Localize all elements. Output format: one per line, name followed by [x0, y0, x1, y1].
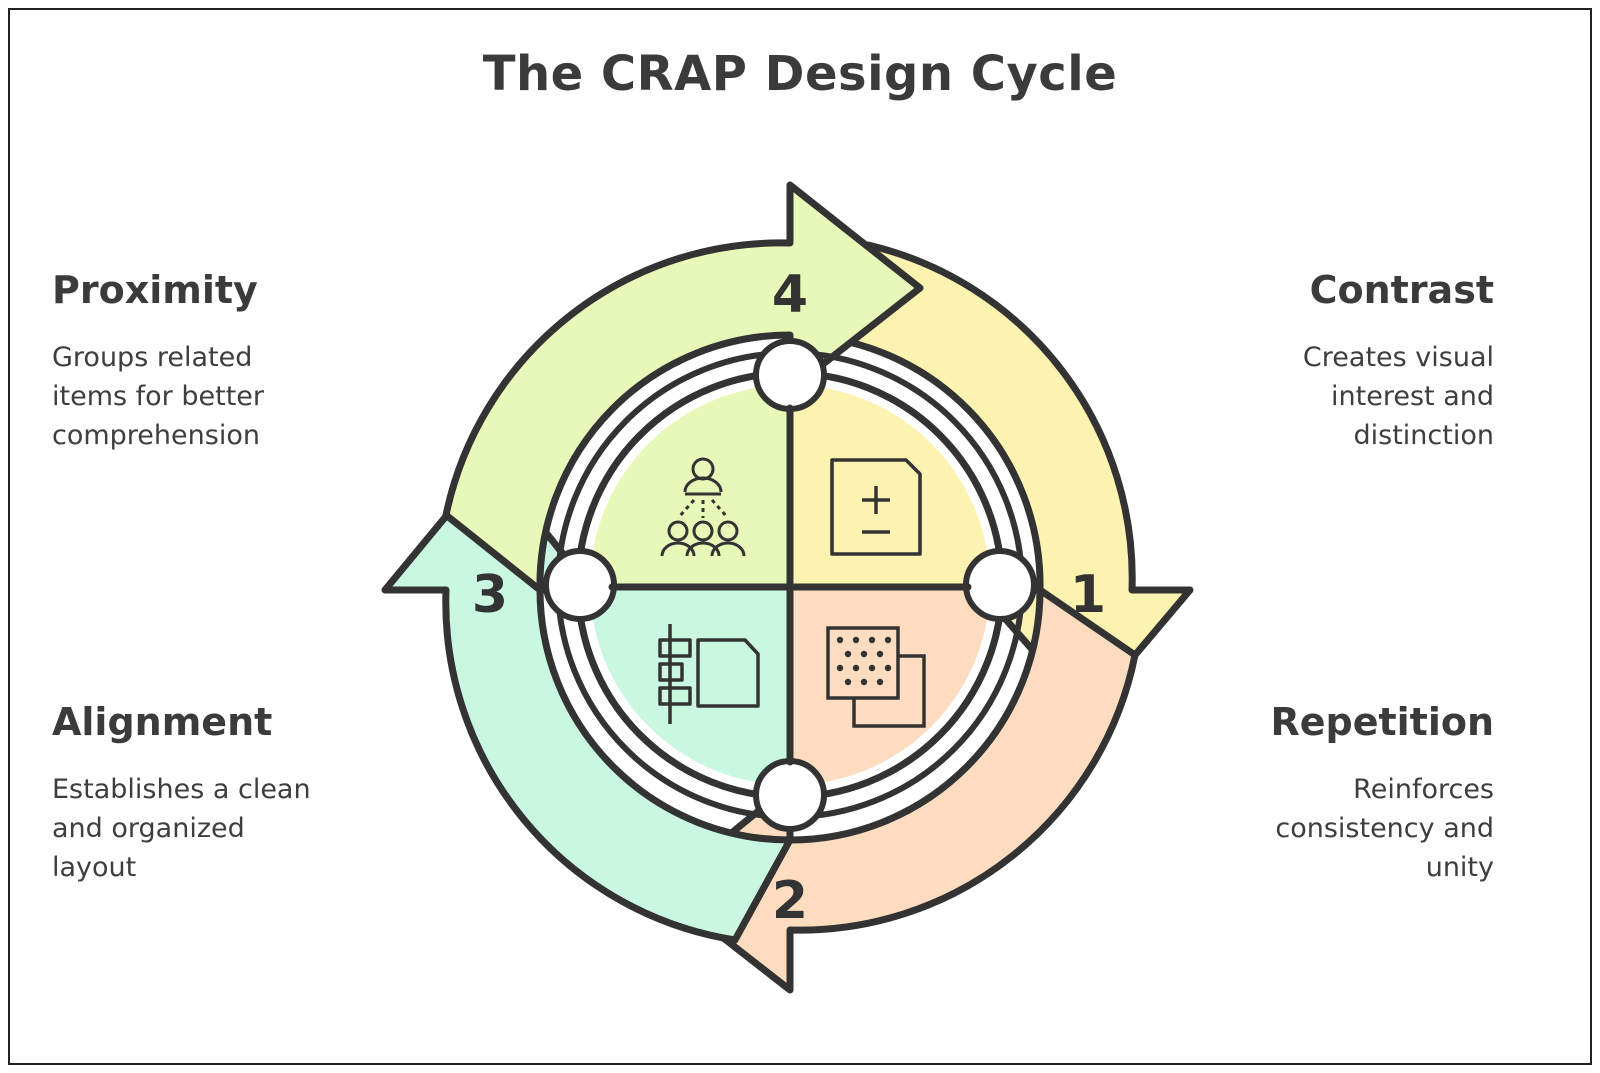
contrast-description: Creates visual interest and distinction [1302, 342, 1494, 451]
repetition-heading: Repetition [1270, 700, 1494, 744]
alignment-heading: Alignment [52, 700, 273, 744]
arrow-proximity [442, 181, 924, 594]
step-number-4: 4 [772, 265, 808, 325]
alignment-blocks-icon [658, 624, 760, 724]
overlapping-squares-icon [826, 626, 926, 728]
repetition-block: Repetition Reinforces consistency and un… [1134, 700, 1494, 887]
inner-quadrant-contrast [790, 385, 990, 585]
proximity-heading: Proximity [52, 268, 258, 312]
proximity-block: Proximity Groups related items for bette… [52, 268, 412, 455]
proximity-description: Groups related items for better comprehe… [52, 342, 264, 451]
repetition-description: Reinforces consistency and unity [1275, 774, 1494, 883]
grouped-people-icon [660, 457, 746, 557]
arrow-alignment [381, 459, 794, 944]
step-number-2: 2 [772, 871, 808, 931]
diagram-title: The CRAP Design Cycle [482, 46, 1118, 102]
inner-quadrant-proximity [590, 385, 790, 585]
step-number-1: 1 [1070, 565, 1106, 625]
inner-quadrant-alignment [590, 585, 790, 785]
contrast-heading: Contrast [1309, 268, 1494, 312]
step-number-3: 3 [472, 565, 508, 625]
quadrant-dividers [608, 404, 972, 766]
plus-minus-document-icon [830, 458, 922, 556]
alignment-block: Alignment Establishes a clean and organi… [52, 700, 412, 887]
alignment-description: Establishes a clean and organized layout [52, 774, 311, 883]
contrast-block: Contrast Creates visual interest and dis… [1134, 268, 1494, 455]
